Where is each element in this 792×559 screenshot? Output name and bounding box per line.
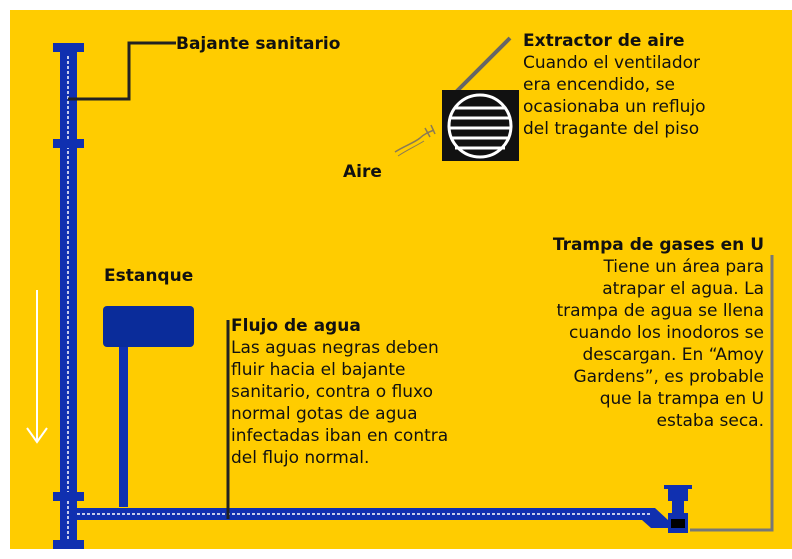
trampa-line: Gardens”, es probable — [573, 367, 765, 387]
trampa-line: descargan. En “Amoy — [582, 345, 764, 365]
extractor-title: Extractor de aire — [523, 31, 685, 51]
frame-top — [0, 0, 792, 10]
leader-bajante — [68, 41, 176, 101]
trampa-line: estaba seca. — [656, 411, 765, 431]
trampa-line: atrapar el agua. La — [602, 279, 764, 299]
label-trampa: Trampa de gases en U Tiene un área para … — [552, 234, 765, 432]
trampa-line: que la trampa en U — [599, 389, 764, 409]
fan-icon — [442, 90, 519, 161]
extractor-line: Cuando el ventilador — [523, 53, 701, 73]
tank-supply-pipe — [119, 347, 128, 507]
u-trap — [664, 485, 692, 533]
vertical-stack-pipe — [60, 48, 77, 553]
estanque-title: Estanque — [104, 266, 194, 286]
tank-body — [103, 306, 194, 347]
label-flujo: Flujo de agua Las aguas negras deben flu… — [231, 315, 449, 469]
label-estanque: Estanque — [104, 265, 194, 287]
trampa-line: Tiene un área para — [603, 257, 764, 277]
aire-title: Aire — [343, 162, 382, 182]
flujo-line: fluir hacia el bajante — [231, 360, 406, 380]
horizontal-drain-pipe — [77, 508, 668, 528]
label-aire: Aire — [343, 161, 382, 183]
frame-left — [0, 0, 10, 559]
flujo-line: infectadas iban en contra — [231, 426, 449, 446]
leader-extractor — [450, 36, 512, 98]
leader-trampa — [690, 255, 774, 532]
extractor-line: del tragante del piso — [523, 119, 700, 139]
frame-bottom — [0, 549, 792, 559]
label-extractor: Extractor de aire Cuando el ventilador e… — [523, 30, 706, 140]
pipe-collar-lower — [53, 492, 84, 501]
label-bajante: Bajante sanitario — [176, 33, 341, 55]
down-arrow-icon — [26, 290, 48, 444]
flujo-line: del flujo normal. — [231, 448, 370, 468]
trampa-title: Trampa de gases en U — [552, 235, 764, 255]
trampa-line: trampa de agua se llena — [556, 301, 764, 321]
flujo-title: Flujo de agua — [231, 316, 361, 336]
flujo-line: normal gotas de agua — [231, 404, 418, 424]
extractor-line: era encendido, se — [523, 75, 675, 95]
pipe-collar-top — [53, 43, 84, 52]
flujo-line: sanitario, contra o fluxo — [231, 382, 433, 402]
pipe-collar-bottom — [53, 540, 84, 549]
flujo-line: Las aguas negras deben — [231, 338, 439, 358]
extractor-line: ocasionaba un reflujo — [523, 97, 706, 117]
trampa-line: cuando los inodoros se — [569, 323, 764, 343]
bajante-title: Bajante sanitario — [176, 34, 341, 54]
air-flow-icon — [394, 124, 436, 157]
pipe-collar-upper — [53, 139, 84, 148]
